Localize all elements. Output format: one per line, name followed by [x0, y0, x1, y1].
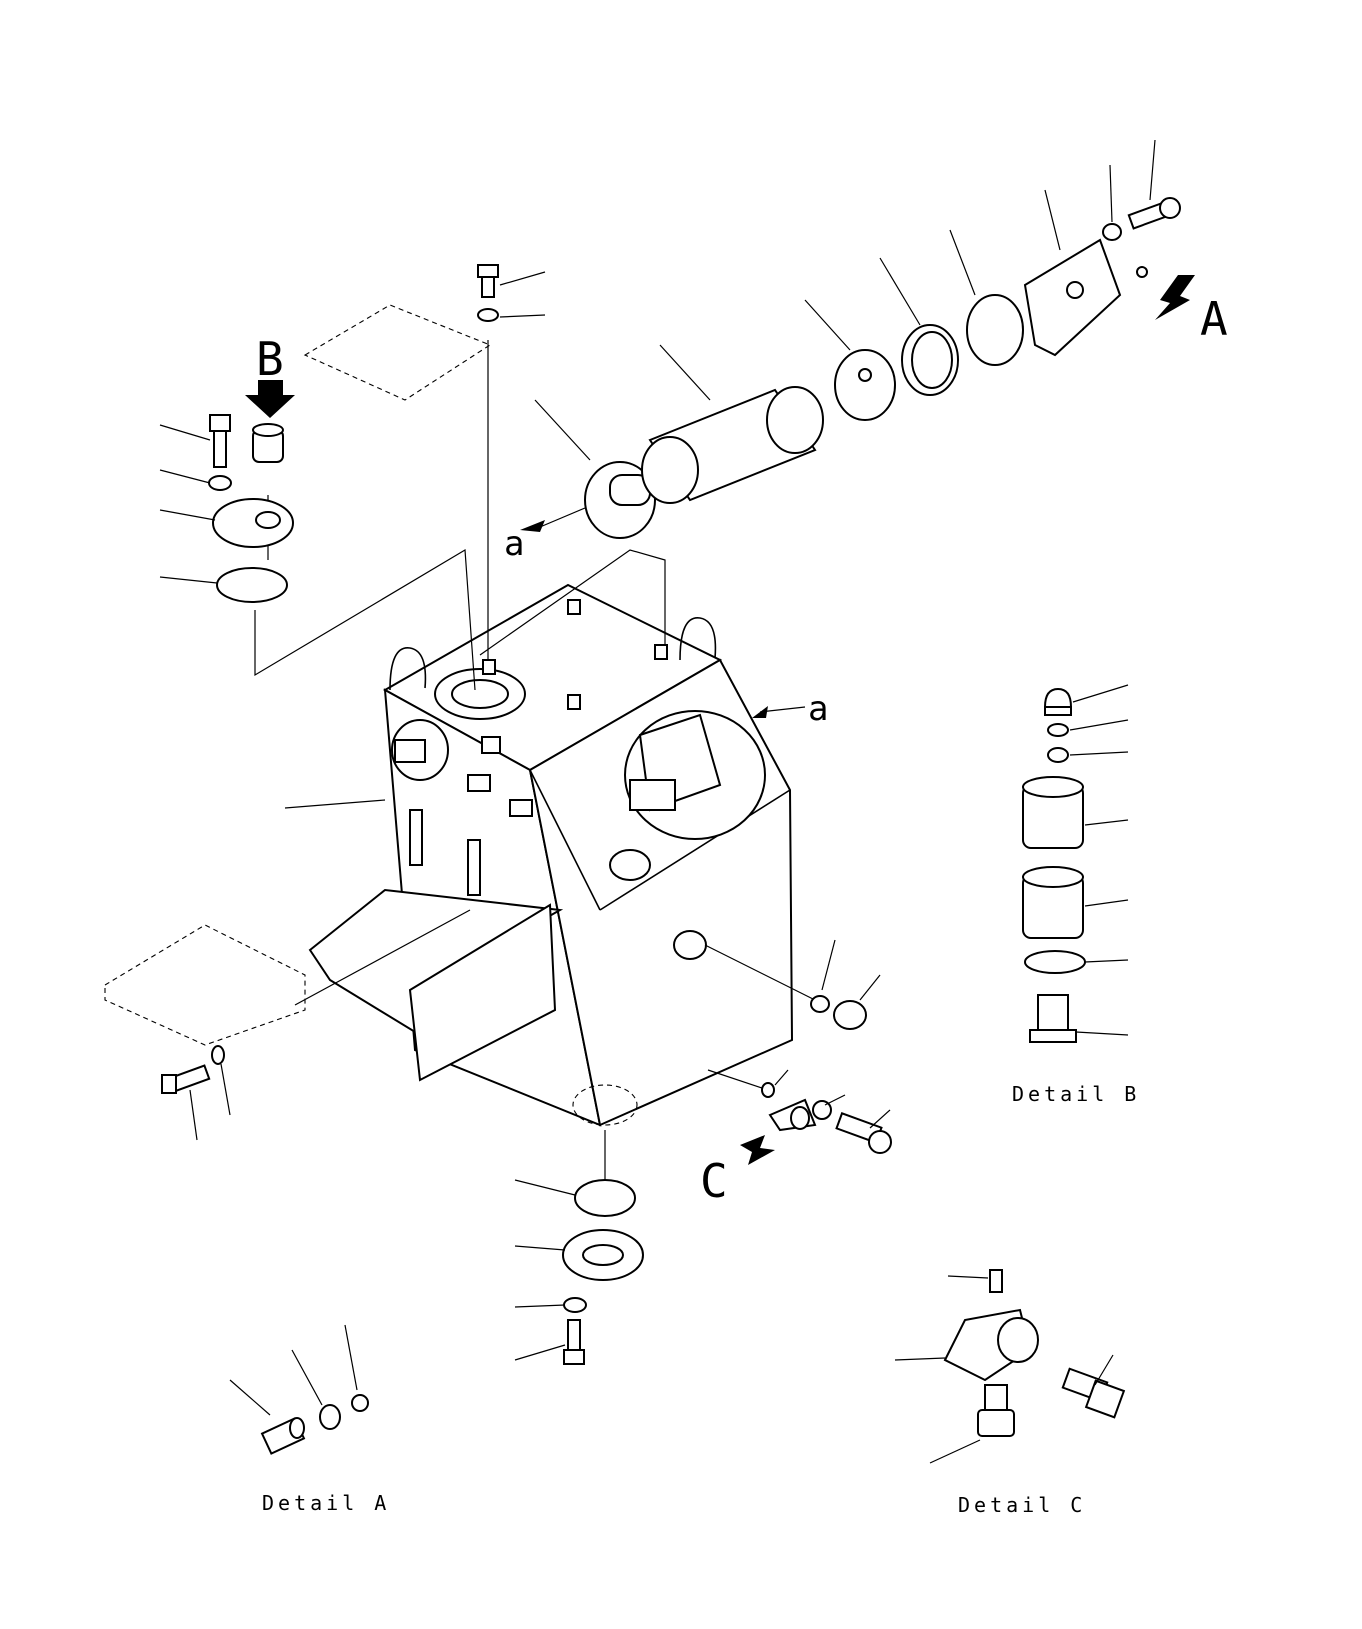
boss-3 — [567, 694, 581, 710]
gasket — [966, 294, 1024, 366]
detail-b-label: Detail B — [1012, 1082, 1140, 1106]
bypass-valve — [834, 349, 896, 421]
detail-a-label: Detail A — [262, 1491, 390, 1515]
mount-plate-dashed — [104, 924, 306, 1046]
bevel-port — [609, 849, 651, 881]
pin — [989, 1269, 1003, 1293]
arrow-a-top — [520, 520, 545, 532]
mount-bolt-left — [161, 799, 386, 1141]
alignment-lines — [254, 340, 826, 1180]
lifting-eye-right — [679, 617, 717, 661]
breather-flange — [212, 498, 294, 548]
cover-bolt — [477, 264, 546, 322]
drain-port — [673, 930, 707, 960]
callout-a: A — [1200, 292, 1228, 346]
arrow-c — [740, 1135, 775, 1165]
level-gauge — [740, 939, 892, 1165]
strainer-chain — [520, 139, 1195, 539]
bottom-drain-assembly — [514, 1179, 644, 1365]
callout-c: C — [700, 1154, 728, 1208]
breather-oring — [1024, 950, 1086, 974]
detail-c-label: Detail C — [958, 1493, 1086, 1517]
breather-assembly — [159, 380, 295, 603]
bottom-gasket — [574, 1179, 636, 1217]
spring — [319, 1404, 341, 1430]
detail-a-parts — [229, 1324, 369, 1455]
callout-a-lower-top: a — [504, 524, 524, 564]
breather-gasket — [216, 567, 288, 603]
arrow-a-right — [752, 706, 768, 718]
top-cover-dashed — [303, 304, 492, 401]
boss-4 — [482, 659, 496, 675]
lifting-eye-left — [389, 647, 427, 691]
boss-1 — [567, 599, 581, 615]
callout-b: B — [256, 332, 284, 386]
callout-a-lower-right: a — [808, 689, 828, 729]
detail-b-parts — [1022, 684, 1129, 1043]
arrow-a — [1155, 275, 1195, 320]
hydraulic-tank — [308, 583, 794, 1127]
detail-c-parts — [894, 1269, 1126, 1464]
arrow-b — [245, 380, 295, 418]
plug — [1084, 1379, 1126, 1419]
boss-2 — [654, 644, 668, 660]
ball — [351, 1394, 369, 1412]
side-bracket — [408, 903, 557, 1082]
bottom-port — [572, 1084, 638, 1126]
suction-pipe — [629, 779, 676, 811]
